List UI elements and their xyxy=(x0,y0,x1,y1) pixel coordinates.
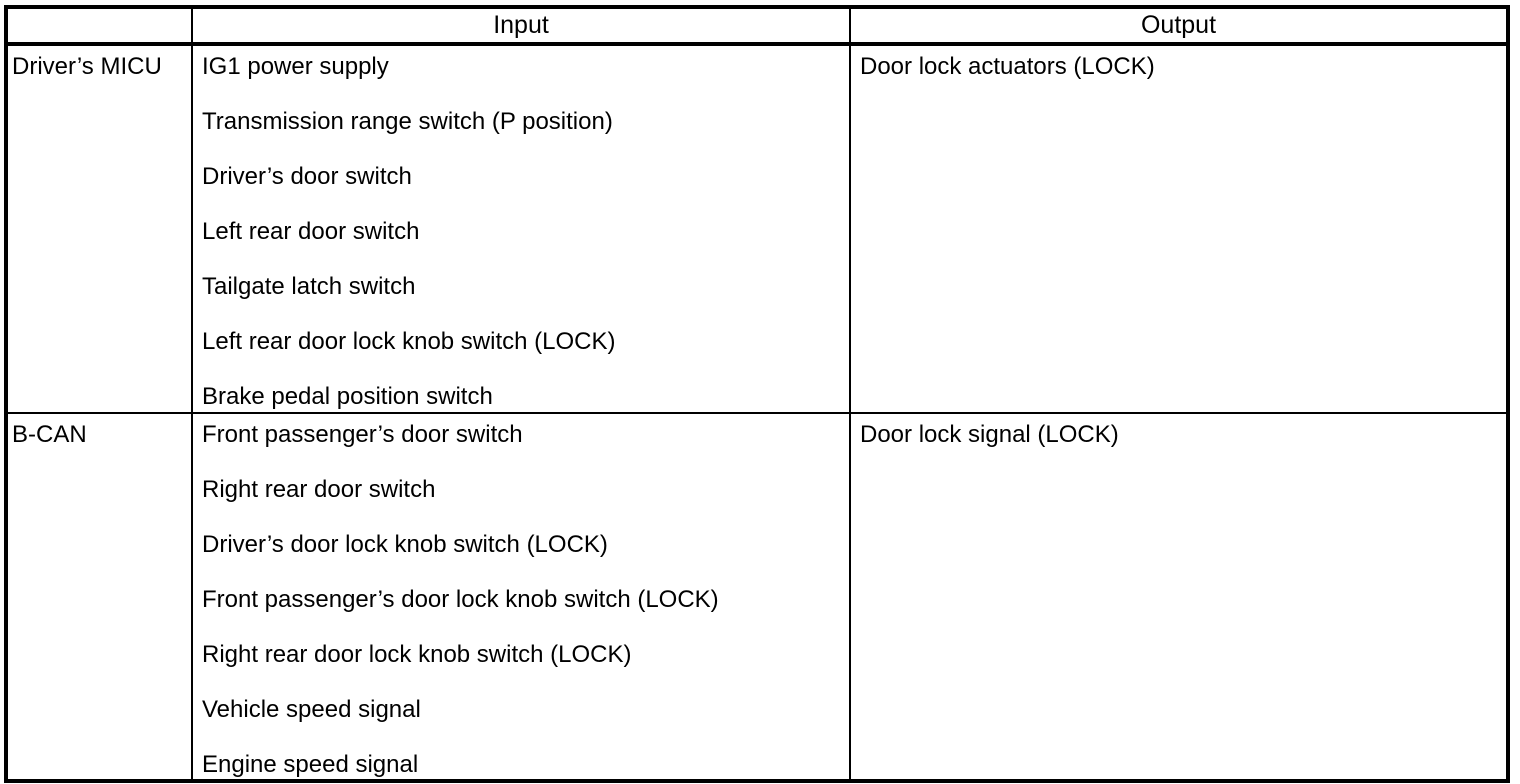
output-cell: Door lock actuators (LOCK) xyxy=(849,46,1506,412)
input-output-table: Input Output Driver’s MICU IG1 power sup… xyxy=(4,5,1510,783)
output-cell: Door lock signal (LOCK) xyxy=(849,414,1506,779)
list-item: Left rear door switch xyxy=(202,218,420,245)
list-item: Vehicle speed signal xyxy=(202,696,421,723)
category-label: Driver’s MICU xyxy=(12,53,162,80)
header-output-cell: Output xyxy=(849,9,1506,42)
list-item: Right rear door lock knob switch (LOCK) xyxy=(202,641,632,668)
list-item: Driver’s door lock knob switch (LOCK) xyxy=(202,531,608,558)
list-item: Right rear door switch xyxy=(202,476,436,503)
list-item: IG1 power supply xyxy=(202,53,389,80)
list-item: Brake pedal position switch xyxy=(202,383,493,410)
list-item: Front passenger’s door lock knob switch … xyxy=(202,586,719,613)
header-corner-cell xyxy=(8,9,191,42)
input-cell: IG1 power supply Transmission range swit… xyxy=(191,46,849,412)
list-item: Door lock actuators (LOCK) xyxy=(860,53,1155,80)
list-item: Driver’s door switch xyxy=(202,163,412,190)
category-cell: Driver’s MICU xyxy=(8,46,191,412)
list-item: Door lock signal (LOCK) xyxy=(860,421,1119,448)
input-cell: Front passenger’s door switch Right rear… xyxy=(191,414,849,779)
list-item: Engine speed signal xyxy=(202,751,419,778)
list-item: Front passenger’s door switch xyxy=(202,421,523,448)
list-item: Transmission range switch (P position) xyxy=(202,108,613,135)
category-label: B-CAN xyxy=(12,421,87,448)
category-cell: B-CAN xyxy=(8,414,191,779)
list-item: Left rear door lock knob switch (LOCK) xyxy=(202,328,616,355)
list-item: Tailgate latch switch xyxy=(202,273,416,300)
table-row: B-CAN Front passenger’s door switch Righ… xyxy=(8,414,1506,779)
table-header-row: Input Output xyxy=(8,9,1506,46)
table-grid: Input Output Driver’s MICU IG1 power sup… xyxy=(8,9,1506,779)
header-input-cell: Input xyxy=(191,9,849,42)
table-row: Driver’s MICU IG1 power supply Transmiss… xyxy=(8,46,1506,414)
